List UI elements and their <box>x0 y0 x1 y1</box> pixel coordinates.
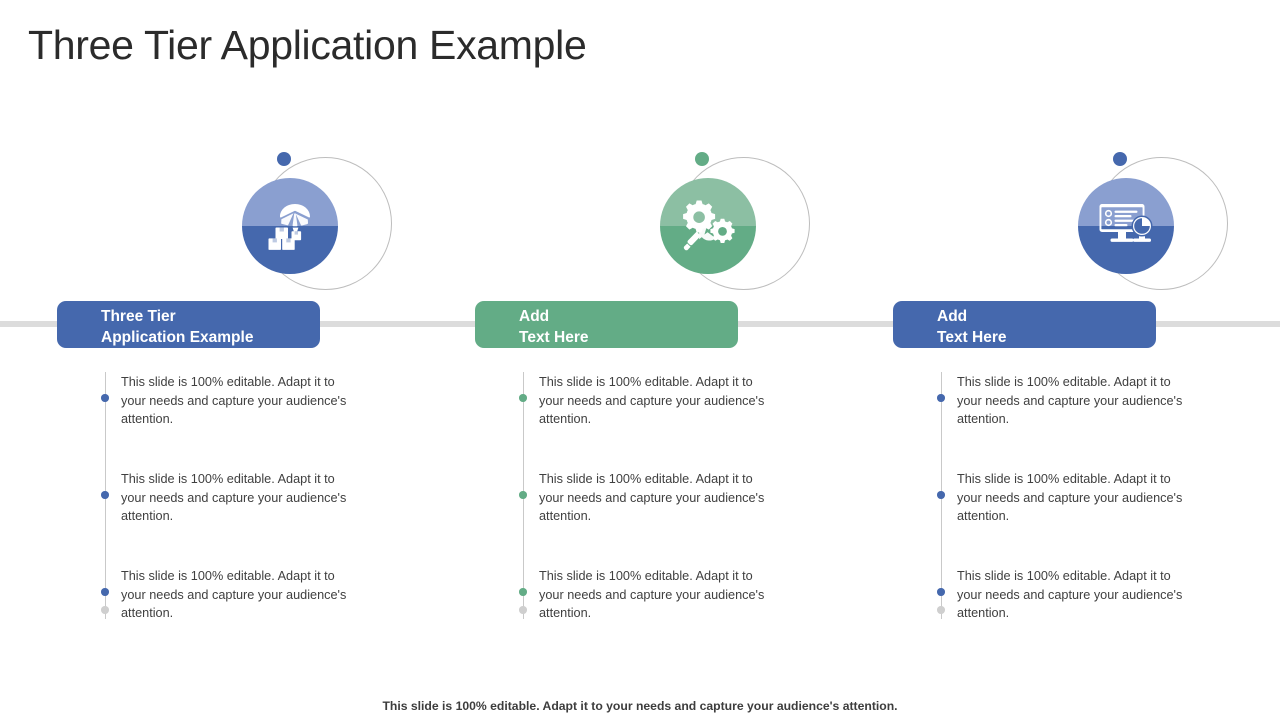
heading-box-1[interactable]: Three Tier Application Example <box>57 301 320 348</box>
list-item: This slide is 100% editable. Adapt it to… <box>957 472 1183 523</box>
orbit-dot-1 <box>277 152 291 166</box>
bullet-dot <box>519 491 527 499</box>
icon-circle-3 <box>1078 178 1174 274</box>
icon-circle-1 <box>242 178 338 274</box>
bullet-dot <box>101 588 109 596</box>
icon-assembly-3 <box>1054 148 1229 290</box>
list-item: This slide is 100% editable. Adapt it to… <box>539 375 765 426</box>
bullet-dot <box>937 491 945 499</box>
heading-line-2: Application Example <box>101 329 254 346</box>
page-title: Three Tier Application Example <box>28 22 587 68</box>
bullet-dot <box>937 394 945 402</box>
icon-assembly-2 <box>636 148 811 290</box>
orbit-dot-2 <box>695 152 709 166</box>
bullet-rail-end-dot <box>937 606 945 614</box>
icon-assembly-1 <box>218 148 393 290</box>
content-column-3: Add Text Here This slide is 100% editabl… <box>836 0 1256 720</box>
bullet-dot <box>937 588 945 596</box>
heading-line-2: Text Here <box>937 329 1007 346</box>
list-item: This slide is 100% editable. Adapt it to… <box>539 472 765 523</box>
orbit-dot-3 <box>1113 152 1127 166</box>
content-column-2: Add Text Here This slide is 100% editabl… <box>418 0 838 720</box>
parachute-boxes-icon <box>242 178 338 274</box>
list-item: This slide is 100% editable. Adapt it to… <box>957 569 1183 620</box>
list-item: This slide is 100% editable. Adapt it to… <box>957 375 1183 426</box>
heading-line-1: Add <box>937 308 968 325</box>
content-column-1: Three Tier Application Example This slid… <box>0 0 420 720</box>
heading-box-3[interactable]: Add Text Here <box>893 301 1156 348</box>
heading-box-2[interactable]: Add Text Here <box>475 301 738 348</box>
bullet-rail-end-dot <box>101 606 109 614</box>
heading-line-1: Three Tier <box>101 308 176 325</box>
icon-circle-2 <box>660 178 756 274</box>
heading-line-2: Text Here <box>519 329 589 346</box>
list-item: This slide is 100% editable. Adapt it to… <box>539 569 765 620</box>
monitor-checklist-clock-icon <box>1078 178 1174 274</box>
bullet-dot <box>101 491 109 499</box>
heading-line-1: Add <box>519 308 550 325</box>
footer-note: This slide is 100% editable. Adapt it to… <box>382 699 898 713</box>
bullet-dot <box>101 394 109 402</box>
bullet-rail-end-dot <box>519 606 527 614</box>
gears-settings-icon <box>660 178 756 274</box>
bullet-dot <box>519 394 527 402</box>
list-item: This slide is 100% editable. Adapt it to… <box>121 472 347 523</box>
list-item: This slide is 100% editable. Adapt it to… <box>121 375 347 426</box>
list-item: This slide is 100% editable. Adapt it to… <box>121 569 347 620</box>
bullet-dot <box>519 588 527 596</box>
